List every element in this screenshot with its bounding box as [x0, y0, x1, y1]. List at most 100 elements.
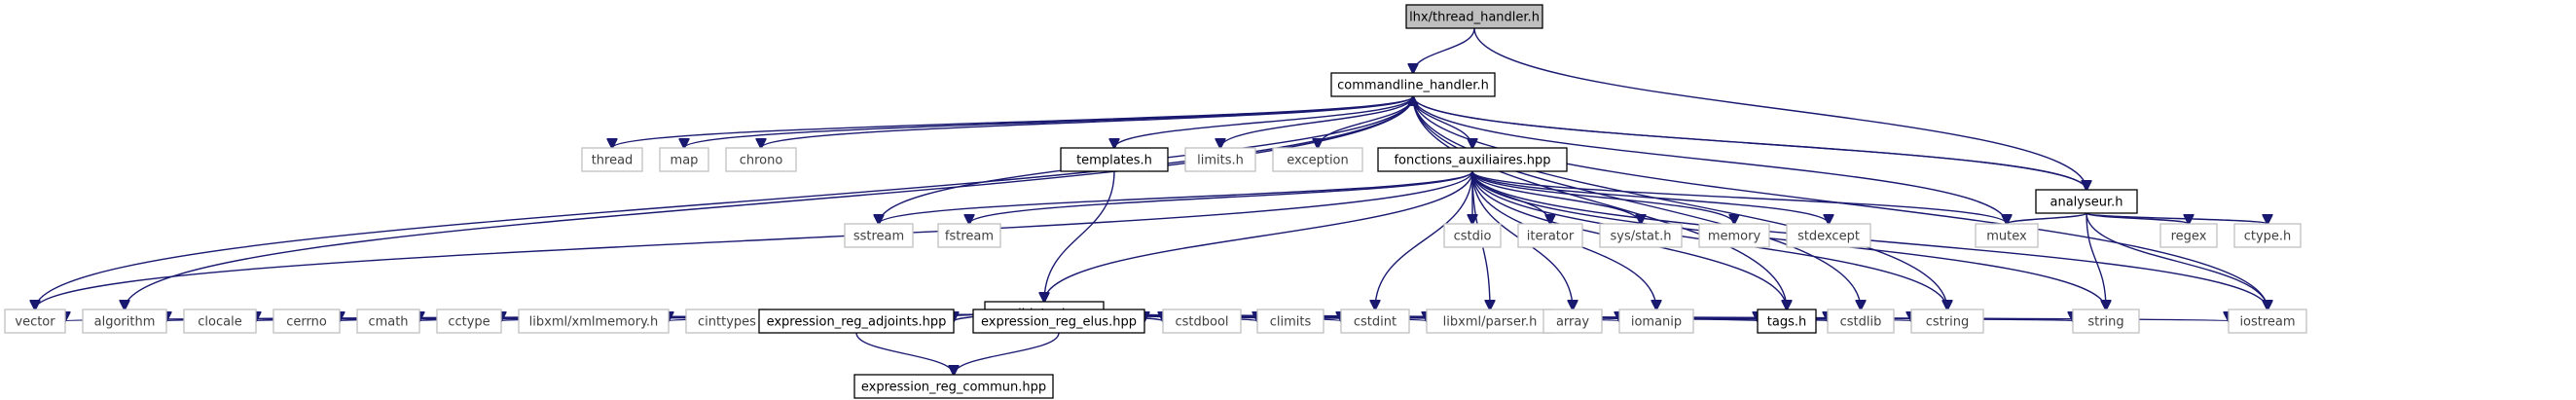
node-tags[interactable]: tags.h	[1757, 309, 1817, 334]
node-label-map: map	[671, 154, 699, 168]
edge-cmd-to-cstring	[1412, 95, 1947, 309]
edge-root-to-cmd	[1413, 27, 1475, 73]
node-box-fonctions	[1377, 147, 1568, 172]
node-box-sysstat	[1599, 223, 1683, 248]
node-label-sysstat: sys/stat.h	[1611, 230, 1672, 244]
node-expadj[interactable]: expression_reg_adjoints.hpp	[758, 309, 955, 334]
node-label-iterator: iterator	[1527, 230, 1575, 244]
node-cstdbool: cstdbool	[1162, 309, 1242, 334]
node-memory: memory	[1698, 223, 1770, 248]
edge-fonctions-to-sysstat	[1471, 170, 1641, 224]
node-label-string: string	[2087, 315, 2123, 330]
node-label-ctypeh: ctype.h	[2244, 230, 2292, 244]
node-vector: vector	[4, 309, 66, 334]
node-label-xmlmemory: libxml/xmlmemory.h	[529, 315, 659, 330]
node-box-iomanip	[1618, 309, 1694, 334]
edge-fonctions-to-stdexcept	[1471, 170, 1829, 224]
node-climits: climits	[1256, 309, 1324, 334]
edge-cmd-to-exception	[1318, 95, 1414, 148]
node-label-cstdint: cstdint	[1354, 315, 1397, 330]
node-expelus[interactable]: expression_reg_elus.hpp	[972, 309, 1145, 334]
node-cmd[interactable]: commandline_handler.h	[1330, 72, 1496, 97]
nodes-layer: lhx/thread_handler.h commandline_handler.…	[4, 4, 2307, 399]
node-box-ctypeh	[2233, 223, 2302, 248]
node-cinttypes: cinttypes	[685, 309, 769, 334]
node-box-analyseur	[2035, 189, 2138, 214]
node-box-clocale	[183, 309, 257, 334]
node-box-xmlmemory	[518, 309, 670, 334]
node-label-parser: libxml/parser.h	[1443, 315, 1538, 330]
node-label-cstdlib: cstdlib	[1840, 315, 1882, 330]
node-box-vector	[4, 309, 66, 334]
node-label-algorithm: algorithm	[94, 315, 156, 330]
node-mutex: mutex	[1975, 223, 2039, 248]
node-chrono: chrono	[725, 147, 797, 172]
node-map: map	[659, 147, 709, 172]
node-label-iostream: iostream	[2239, 315, 2295, 330]
node-thread: thread	[581, 147, 643, 172]
node-label-cstring: cstring	[1926, 315, 1969, 330]
node-box-climits	[1256, 309, 1324, 334]
node-cctype: cctype	[436, 309, 502, 334]
node-stdexcept: stdexcept	[1786, 223, 1871, 248]
node-box-expadj	[758, 309, 955, 334]
node-iostream: iostream	[2228, 309, 2307, 334]
edge-cmd-to-vector	[35, 95, 1414, 309]
node-label-vector: vector	[15, 315, 55, 330]
edge-cmd-to-cstdlib	[1412, 95, 1861, 309]
edge-fonctions-to-cstdint	[1375, 170, 1473, 309]
node-box-algorithm	[82, 309, 167, 334]
node-clocale: clocale	[183, 309, 257, 334]
node-label-fonctions: fonctions_auxiliaires.hpp	[1394, 154, 1550, 168]
edge-cmd-to-templates	[1114, 95, 1414, 148]
node-box-array	[1542, 309, 1603, 334]
node-label-stdexcept: stdexcept	[1797, 230, 1860, 244]
node-label-cstdbool: cstdbool	[1175, 315, 1228, 330]
node-sysstat: sys/stat.h	[1599, 223, 1683, 248]
node-box-expcommun	[853, 374, 1054, 399]
node-box-cstdint	[1340, 309, 1410, 334]
node-label-array: array	[1556, 315, 1589, 330]
node-label-cmd: commandline_handler.h	[1337, 79, 1489, 93]
node-label-limits: limits.h	[1197, 154, 1244, 168]
node-box-string	[2072, 309, 2140, 334]
edge-fonctions-to-sstream	[879, 170, 1473, 224]
node-algorithm: algorithm	[82, 309, 167, 334]
edge-expelus-to-expcommun	[954, 332, 1060, 375]
edge-fonctions-to-fstream	[969, 170, 1473, 224]
edge-fonctions-to-memory	[1471, 170, 1734, 224]
edge-analyseur-to-string	[2086, 212, 2106, 309]
node-label-sstream: sstream	[853, 230, 904, 244]
edge-fonctions-to-vector	[35, 170, 1473, 309]
node-fonctions[interactable]: fonctions_auxiliaires.hpp	[1377, 147, 1568, 172]
node-templates[interactable]: templates.h	[1060, 147, 1169, 172]
node-box-chrono	[725, 147, 797, 172]
edge-analyseur-to-ctypeh	[2086, 212, 2268, 224]
node-box-iostream	[2228, 309, 2307, 334]
edge-analyseur-to-cmd	[1413, 96, 2087, 191]
node-label-expadj: expression_reg_adjoints.hpp	[767, 315, 947, 330]
node-regex: regex	[2159, 223, 2218, 248]
node-box-mutex	[1975, 223, 2039, 248]
edge-fonctions-to-validator	[1044, 170, 1473, 302]
node-exception: exception	[1272, 147, 1363, 172]
node-box-memory	[1698, 223, 1770, 248]
node-analyseur[interactable]: analyseur.h	[2035, 189, 2138, 214]
node-box-map	[659, 147, 709, 172]
node-expcommun[interactable]: expression_reg_commun.hpp	[853, 374, 1054, 399]
edge-cmd-to-algorithm	[125, 95, 1414, 309]
edge-cmd-to-limits	[1220, 95, 1414, 148]
node-cerrno: cerrno	[272, 309, 341, 334]
node-box-cmath	[356, 309, 420, 334]
node-array: array	[1542, 309, 1603, 334]
node-label-cinttypes: cinttypes	[698, 315, 756, 330]
node-label-climits: climits	[1270, 315, 1312, 330]
node-label-memory: memory	[1708, 230, 1761, 244]
node-string: string	[2072, 309, 2140, 334]
node-box-cstdbool	[1162, 309, 1242, 334]
node-box-iterator	[1517, 223, 1583, 248]
node-xmlmemory: libxml/xmlmemory.h	[518, 309, 670, 334]
node-root: lhx/thread_handler.h	[1405, 4, 1543, 29]
node-iomanip: iomanip	[1618, 309, 1694, 334]
